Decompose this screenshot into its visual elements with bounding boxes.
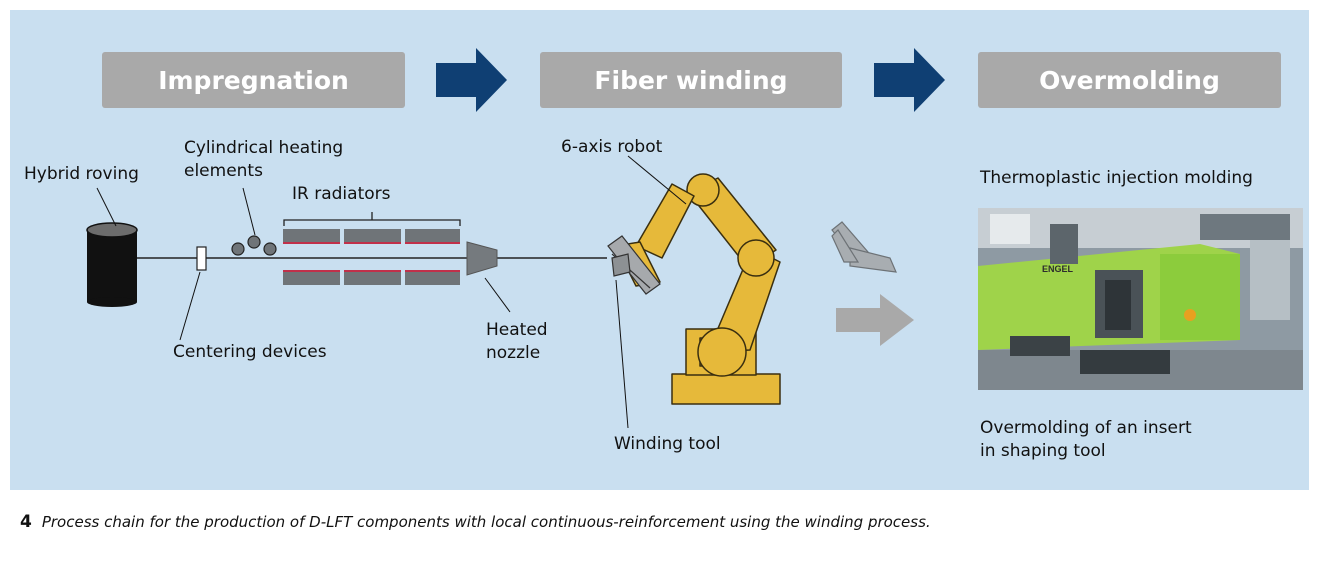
- heated-nozzle: [466, 241, 498, 276]
- leader-robot: [627, 155, 687, 205]
- label-heating-line1: Cylindrical heating: [184, 138, 344, 158]
- label-overmold-line1: Overmolding of an insert: [980, 418, 1192, 438]
- label-winding-tool: Winding tool: [614, 434, 721, 454]
- flow-arrow-2: [874, 48, 945, 112]
- leader-winding-tool: [615, 279, 629, 429]
- caption-text: Process chain for the production of D-LF…: [41, 513, 931, 531]
- centering-device: [196, 246, 207, 271]
- stage-overmolding: Overmolding: [978, 52, 1281, 108]
- label-nozzle-line2: nozzle: [486, 343, 541, 363]
- stage-fiber-winding: Fiber winding: [540, 52, 842, 108]
- transfer-arrow: [836, 294, 914, 346]
- label-hybrid-roving: Hybrid roving: [24, 164, 139, 184]
- heating-rollers: [231, 235, 277, 256]
- ir-bracket: [283, 212, 461, 226]
- label-nozzle-line1: Heated: [486, 320, 548, 340]
- label-robot: 6-axis robot: [561, 137, 663, 157]
- machine-brand: ENGEL: [1042, 264, 1074, 274]
- label-overmold-line2: in shaping tool: [980, 441, 1106, 461]
- caption-number: 4: [20, 512, 32, 532]
- injection-machine-photo: [978, 208, 1303, 390]
- leader-hybrid-roving: [96, 187, 117, 227]
- robot-arm: [615, 173, 781, 405]
- winding-tool: [607, 235, 661, 295]
- roving-spool: [86, 222, 138, 307]
- label-heating-line2: elements: [184, 161, 263, 181]
- label-injection-molding: Thermoplastic injection molding: [980, 168, 1253, 188]
- leader-heating: [242, 187, 256, 236]
- figure-caption: 4 Process chain for the production of D-L…: [20, 512, 931, 532]
- ir-radiators: [283, 229, 460, 285]
- flow-arrow-1: [436, 48, 507, 112]
- label-ir-radiators: IR radiators: [292, 184, 391, 204]
- wound-part: [831, 221, 897, 273]
- label-centering-devices: Centering devices: [173, 342, 327, 362]
- leader-nozzle: [484, 277, 511, 313]
- stage-impregnation: Impregnation: [102, 52, 405, 108]
- leader-centering: [179, 271, 201, 341]
